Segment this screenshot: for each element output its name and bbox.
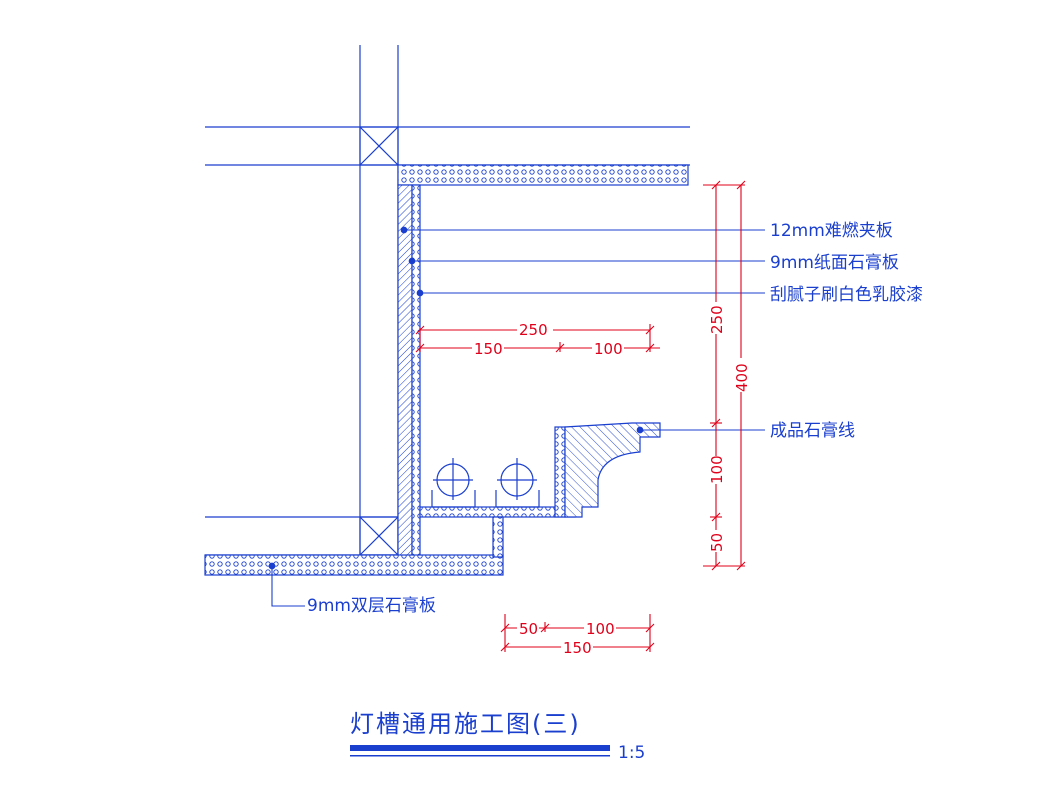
dim-bottom-a: 50 (519, 620, 538, 638)
label-paint: 刮腻子刷白色乳胶漆 (770, 285, 923, 305)
label-gypsum-molding: 成品石膏线 (770, 420, 855, 441)
plywood-vertical (397, 184, 413, 558)
keel-cross-bottom (359, 516, 399, 556)
lamp-right (495, 458, 540, 508)
trough-step-gypsum (492, 516, 504, 558)
leader-lines (268, 226, 765, 607)
label-plywood: 12mm难燃夹板 (770, 221, 893, 241)
lamp-left (431, 458, 476, 508)
top-ceiling-gypsum (397, 164, 689, 186)
dim-right-b: 100 (708, 455, 726, 484)
label-gypsum-board: 9mm纸面石膏板 (770, 252, 899, 273)
dim-top-a: 150 (474, 340, 503, 358)
bottom-ceiling-gypsum (204, 554, 504, 576)
drawing-title: 灯槽通用施工图(三) (350, 710, 581, 738)
dim-top-b: 100 (594, 340, 623, 358)
title-underline-thick (350, 745, 610, 751)
trough-base-gypsum (419, 506, 576, 518)
dim-top-total: 250 (519, 321, 548, 339)
dim-right-total: 400 (733, 363, 751, 392)
trough-wall-gypsum (554, 426, 566, 518)
gypsum-vertical (411, 184, 421, 558)
drawing-scale: 1:5 (618, 743, 645, 763)
title-underline-thin (350, 755, 610, 757)
dim-right-c: 50 (708, 533, 726, 552)
keel-frame (205, 45, 690, 556)
keel-cross-top (359, 126, 399, 166)
dim-bottom-total: 150 (563, 639, 592, 657)
dim-bottom-b: 100 (586, 620, 615, 638)
gypsum-molding (564, 422, 661, 518)
label-double-gypsum: 9mm双层石膏板 (307, 595, 436, 616)
dim-right-a: 250 (708, 305, 726, 334)
